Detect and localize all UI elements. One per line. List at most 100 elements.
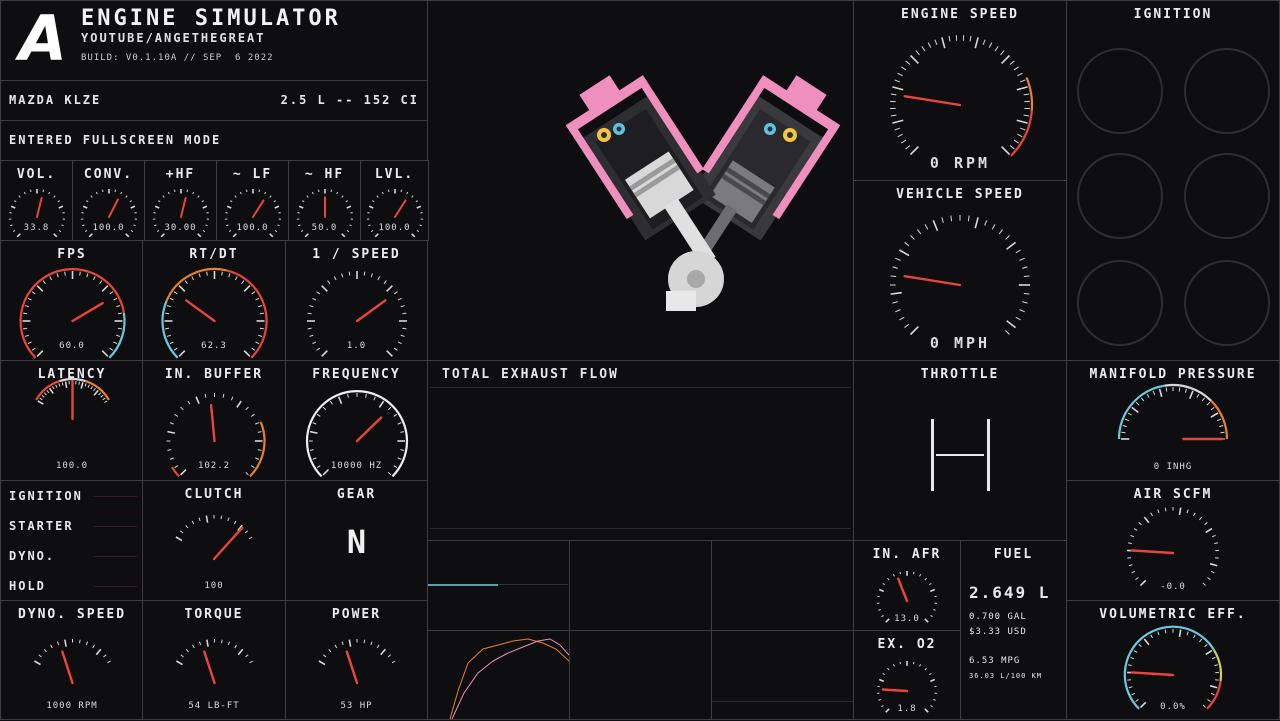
audio-gauge-4-tick (305, 234, 308, 237)
perf-gauge-1-tick (244, 286, 250, 292)
engine-speed-gauge-tick (1024, 94, 1030, 95)
mid-gauge-1-tick (167, 432, 175, 433)
mid-gauge-1-tick (246, 407, 249, 410)
engine-speed-gauge-tick (898, 134, 903, 137)
manifold-gauge-zone (1119, 386, 1165, 439)
perf-gauge-2-needle (357, 300, 385, 321)
clutch-panel: CLUTCH 100 (142, 480, 286, 601)
ex-o2-gauge-tick (883, 673, 885, 674)
bottom-gauge-0-tick (93, 645, 95, 648)
ex-o2-gauge-tick (920, 664, 921, 666)
audio-gauge-3-tick (265, 192, 266, 194)
mid-gauge-0-tick (53, 386, 55, 389)
clutch-gauge-tick (249, 537, 252, 539)
engine-speed-gauge-tick (922, 46, 925, 51)
spark-indicator (1185, 261, 1269, 345)
vehicle-speed-gauge-tick (1007, 321, 1016, 328)
ex-o2-gauge-value: 1.8 (854, 704, 960, 714)
air-scfm-gauge-needle (1132, 550, 1173, 553)
audio-gauge-0-needle (37, 198, 42, 217)
perf-gauge-2-tick (334, 276, 336, 280)
audio-gauge-0-value: 33.8 (1, 223, 72, 233)
bottom-gauge-2-tick (342, 642, 343, 645)
audio-gauge-4-tick (346, 201, 348, 202)
ex-o2-gauge-tick (900, 662, 901, 664)
audio-gauge-4-value: 50.0 (289, 223, 360, 233)
perf-gauge-2-tick (322, 286, 328, 292)
audio-gauge-3-tick (240, 192, 241, 194)
bottom-gauge-0-tick (96, 649, 101, 654)
mid-gauge-1-value: 102.2 (143, 461, 285, 471)
audio-gauge-3-needle (253, 200, 264, 217)
gear-value: N (286, 523, 427, 561)
mid-gauge-2-tick (394, 414, 397, 416)
engine-speed-gauge-tick (1017, 120, 1028, 123)
engine-speed-gauge-tick (1020, 128, 1025, 130)
manifold-gauge-tick (1160, 389, 1162, 397)
perf-gauge-0-tick (113, 298, 117, 300)
scope-trace (498, 584, 568, 585)
mid-gauge-1-tick (175, 414, 178, 416)
volumetric-gauge-tick (1210, 686, 1217, 688)
audio-gauge-1-panel: CONV.100.0 (72, 160, 145, 241)
audio-gauge-1-tick (96, 192, 97, 194)
in-afr-gauge-tick (879, 590, 883, 592)
mid-gauge-2-value: 10000 HZ (286, 461, 427, 471)
engine-view[interactable] (427, 0, 854, 361)
in-afr-gauge-tick (883, 583, 885, 584)
fuel-cost: $3.33 USD (969, 627, 1027, 637)
air-scfm-gauge-tick (1199, 517, 1201, 520)
spark-indicator (1185, 154, 1269, 238)
vehicle-speed-gauge-tick (942, 217, 943, 222)
air-scfm-gauge-tick (1144, 517, 1149, 523)
audio-gauge-0-tick (49, 192, 50, 194)
audio-gauge-1-tick (126, 234, 129, 237)
mid-gauge-1-tick (255, 423, 259, 424)
vehicle-speed-gauge-tick (985, 220, 987, 225)
scope-1 (427, 540, 570, 631)
audio-gauge-2-tick (163, 196, 164, 198)
mid-gauge-2-tick (400, 450, 404, 451)
perf-gauge-2-tick (364, 272, 365, 276)
control-ignition[interactable]: IGNITION (9, 489, 83, 503)
perf-gauge-1-tick (244, 351, 250, 357)
perf-gauge-1-tick (258, 306, 262, 307)
vehicle-speed-gauge-tick (1006, 236, 1010, 240)
engine-animation (428, 1, 853, 360)
mid-gauge-1-tick (188, 401, 190, 404)
volumetric-gauge-tick (1131, 657, 1134, 658)
control-dyno[interactable]: DYNO. (9, 549, 55, 563)
audio-gauge-2-tick (198, 196, 199, 198)
audio-gauge-2-value: 30.00 (145, 223, 216, 233)
audio-gauge-5-needle (395, 200, 406, 217)
throttle-indicator[interactable] (854, 361, 1066, 540)
control-hold[interactable]: HOLD (9, 579, 46, 593)
bottom-gauge-1-tick (222, 640, 223, 643)
manifold-gauge-tick (1166, 387, 1167, 391)
perf-gauge-1-tick (252, 292, 255, 294)
clutch-gauge-tick (234, 521, 236, 524)
mid-gauge-0-tick (66, 382, 67, 388)
air-scfm-gauge-tick (1128, 543, 1132, 544)
air-scfm-gauge-tick (1132, 571, 1135, 573)
vehicle-speed-gauge-tick (899, 317, 904, 320)
audio-gauge-5-tick (382, 192, 383, 194)
perf-gauge-0-tick (50, 276, 52, 280)
app-subtitle: YOUTUBE/ANGETHEGREAT (81, 31, 266, 45)
mid-gauge-2-tick (310, 432, 318, 433)
perf-gauge-0-tick (28, 298, 32, 300)
perf-gauge-2-tick (402, 313, 406, 314)
volumetric-gauge-tick (1211, 693, 1214, 695)
vehicle-speed-gauge-tick (895, 310, 900, 312)
perf-gauge-0-tick (118, 328, 122, 329)
volumetric-gauge-tick (1193, 635, 1195, 638)
mid-gauge-0-tick (62, 382, 63, 385)
vehicle-speed-gauge-tick (917, 229, 920, 233)
bottom-gauge-1-tick (186, 649, 188, 652)
audio-gauge-5-panel: LVL.100.0 (360, 160, 429, 241)
volumetric-gauge-tick (1151, 635, 1153, 638)
scope-6 (711, 630, 854, 720)
perf-gauge-1-tick (222, 272, 223, 276)
spark-indicator (1185, 49, 1269, 133)
control-starter[interactable]: STARTER (9, 519, 74, 533)
